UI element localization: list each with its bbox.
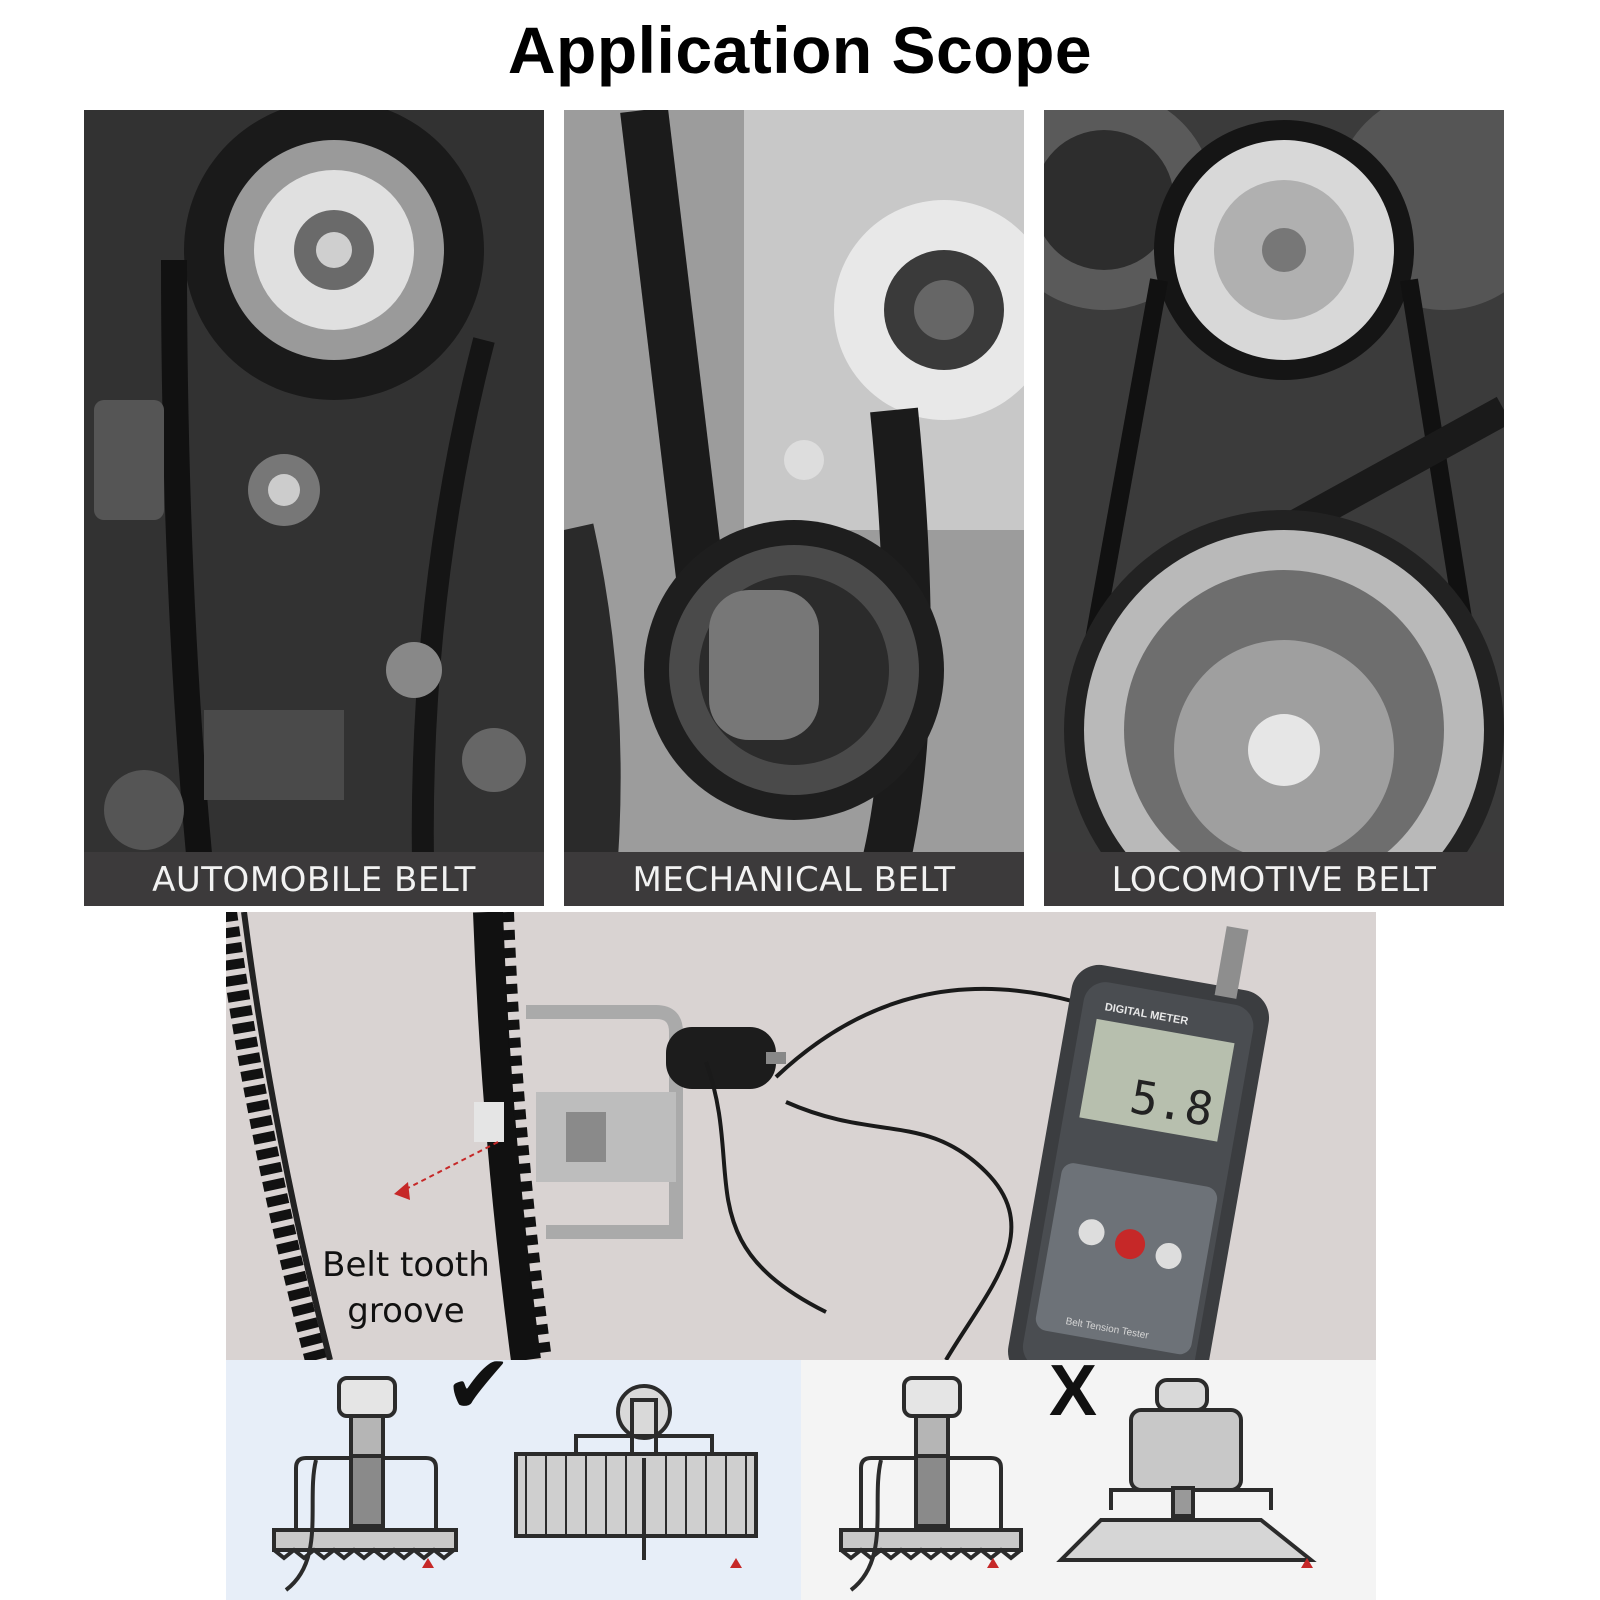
mechanical-engine-image: [564, 110, 1024, 906]
belt-tooth-groove-label: Belt tooth groove: [316, 1242, 496, 1334]
automobile-engine-image: [84, 110, 544, 906]
locomotive-belt-panel: LOCOMOTIVE BELT: [1044, 110, 1504, 906]
locomotive-engine-image: [1044, 110, 1504, 906]
sensor-cable: [704, 986, 1077, 1360]
note-line-1: Belt tooth: [322, 1245, 490, 1285]
automobile-belt-panel: AUTOMOBILE BELT: [84, 110, 544, 906]
tester-illustration: 5.8 DIGITAL METER Belt Tension Tester: [226, 912, 1376, 1360]
correct-check-icon: ✔: [444, 1338, 513, 1433]
correct-usage-diagram: [272, 1376, 758, 1592]
sensor-bracket: [474, 1005, 786, 1239]
digital-meter: [1008, 926, 1270, 1360]
usage-diagrams: ✔ X: [226, 1338, 1376, 1600]
incorrect-usage-section: X: [801, 1351, 1376, 1600]
panel-caption: MECHANICAL BELT: [564, 852, 1024, 906]
clamp-diagram-correct: [272, 1376, 458, 1592]
page-title: Application Scope: [507, 13, 1093, 87]
red-marker: [1301, 1558, 1313, 1568]
red-marker: [422, 1558, 434, 1568]
clamp-diagram-correct-2: [514, 1384, 758, 1560]
incorrect-x-icon: X: [1049, 1351, 1098, 1431]
pointer-arrow: [394, 1141, 499, 1200]
red-marker: [730, 1558, 742, 1568]
tension-tester-photo: 5.8 DIGITAL METER Belt Tension Tester Be…: [226, 912, 1376, 1360]
panel-caption: LOCOMOTIVE BELT: [1044, 852, 1504, 906]
clamp-diagram-incorrect-2: [1056, 1378, 1317, 1562]
red-marker: [987, 1558, 999, 1568]
note-line-2: groove: [347, 1291, 465, 1331]
correct-usage-section: ✔: [226, 1338, 801, 1600]
clamp-diagram-incorrect: [839, 1376, 1023, 1592]
panel-caption: AUTOMOBILE BELT: [84, 852, 544, 906]
mechanical-belt-panel: MECHANICAL BELT: [564, 110, 1024, 906]
left-belt: [226, 912, 333, 1360]
incorrect-usage-diagram: [839, 1376, 1317, 1592]
